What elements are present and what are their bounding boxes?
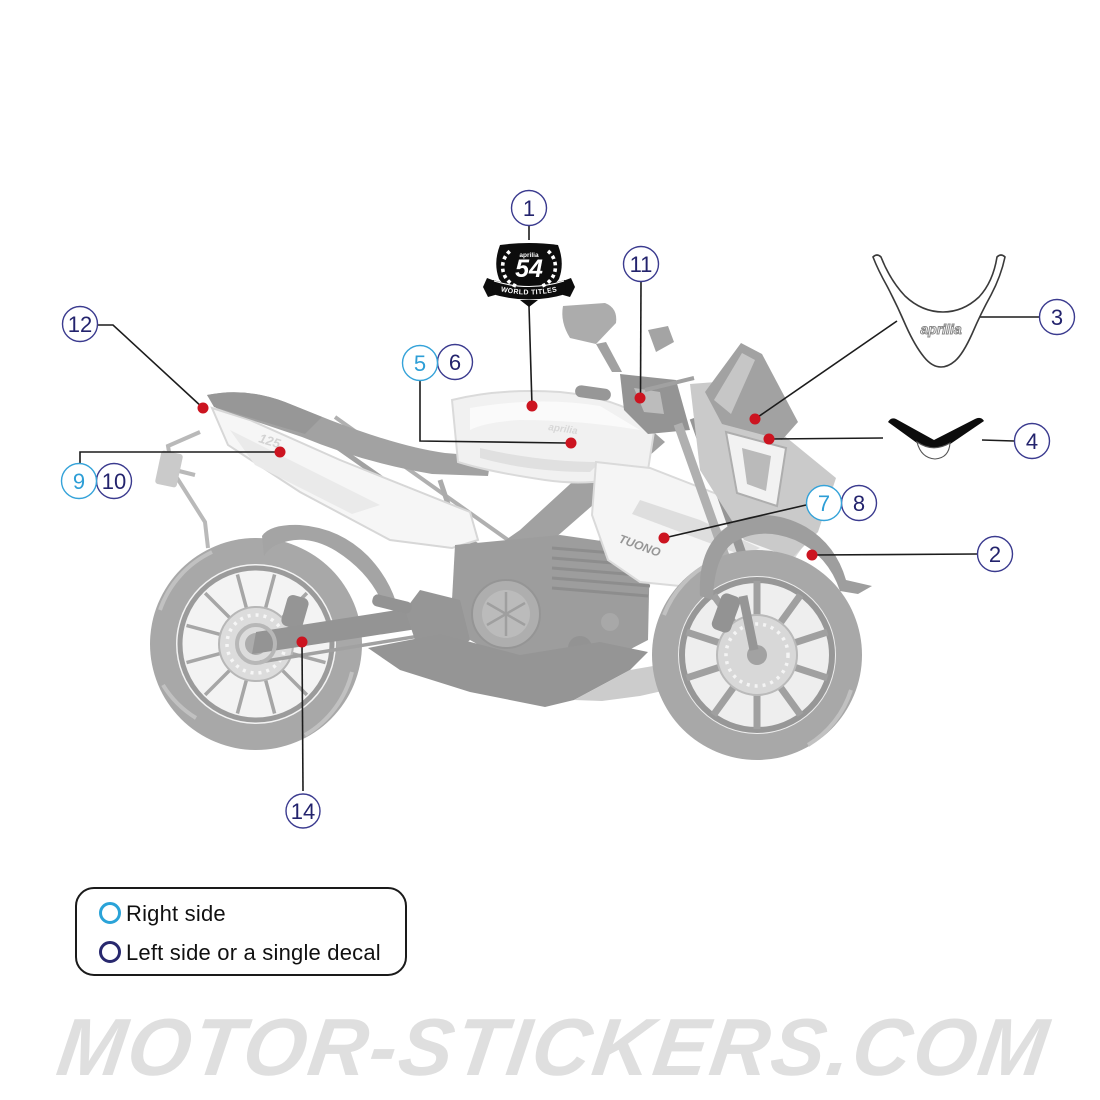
svg-text:54: 54 [515,255,543,283]
svg-text:aprilia: aprilia [920,321,961,337]
svg-text:7: 7 [818,491,830,516]
svg-text:4: 4 [1026,429,1038,454]
svg-text:3: 3 [1051,305,1063,330]
svg-text:14: 14 [291,799,315,824]
svg-text:aprilia: aprilia [548,422,579,437]
svg-text:6: 6 [449,350,461,375]
svg-text:Left side or a single decal: Left side or a single decal [126,940,381,965]
svg-text:5: 5 [414,351,426,376]
svg-text:12: 12 [68,312,92,337]
svg-text:MOTOR-STICKERS.COM: MOTOR-STICKERS.COM [52,1002,1056,1093]
svg-text:8: 8 [853,491,865,516]
svg-text:9: 9 [73,469,85,494]
svg-text:Right side: Right side [126,901,226,926]
svg-text:2: 2 [989,542,1001,567]
svg-text:1: 1 [523,196,535,221]
svg-text:aprilia: aprilia [519,252,539,259]
svg-text:WORLD TITLES: WORLD TITLES [500,286,558,296]
svg-text:125: 125 [257,431,283,452]
svg-text:10: 10 [102,469,126,494]
svg-text:11: 11 [630,252,653,277]
